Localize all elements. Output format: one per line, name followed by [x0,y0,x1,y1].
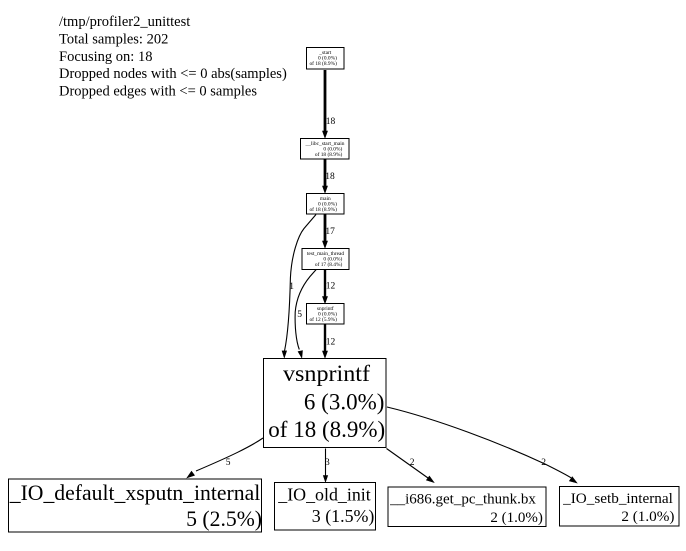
svg-text:12: 12 [326,337,336,347]
svg-text:0 (0.0%): 0 (0.0%) [323,255,342,262]
svg-text:__libc_start_main: __libc_start_main [305,141,345,147]
svg-text:test_main_thread: test_main_thread [307,251,344,257]
svg-text:0 (0.0%): 0 (0.0%) [323,145,342,152]
svg-text:Dropped edges with <= 0 sample: Dropped edges with <= 0 samples [59,84,257,100]
svg-text:Dropped nodes with <= 0 abs(sa: Dropped nodes with <= 0 abs(samples) [59,66,287,82]
svg-text:__i686.get_pc_thunk.bx: __i686.get_pc_thunk.bx [389,492,536,508]
svg-text:_IO_old_init: _IO_old_init [277,485,370,505]
svg-text:2 (1.0%): 2 (1.0%) [621,508,674,525]
svg-text:_IO_default_xsputn_internal: _IO_default_xsputn_internal [9,481,261,505]
svg-text:2 (1.0%): 2 (1.0%) [490,510,543,526]
svg-text:5: 5 [226,458,231,468]
svg-text:of 18 (8.9%): of 18 (8.9%) [268,417,385,442]
svg-text:of 12 (5.9%): of 12 (5.9%) [309,316,337,323]
svg-text:Total samples: 202: Total samples: 202 [59,31,168,47]
svg-text:5 (2.5%): 5 (2.5%) [186,507,262,531]
svg-text:1: 1 [289,282,294,292]
svg-text:17: 17 [325,227,335,237]
svg-text:3: 3 [325,458,330,468]
svg-text:_IO_setb_internal: _IO_setb_internal [562,490,673,507]
svg-text:3 (1.5%): 3 (1.5%) [312,506,375,527]
svg-text:/tmp/profiler2_unittest: /tmp/profiler2_unittest [59,14,190,30]
svg-text:main: main [320,196,331,202]
svg-text:5: 5 [297,310,302,320]
svg-text:18: 18 [326,117,336,127]
svg-text:12: 12 [326,282,336,292]
svg-text:0 (0.0%): 0 (0.0%) [318,310,337,317]
svg-text:0 (0.0%): 0 (0.0%) [318,54,337,61]
svg-text:snprintf: snprintf [317,305,334,312]
svg-text:2: 2 [541,458,546,468]
svg-text:_start: _start [318,50,331,56]
svg-text:6 (3.0%): 6 (3.0%) [304,390,384,415]
svg-text:of 18 (8.9%): of 18 (8.9%) [309,206,337,213]
svg-text:2: 2 [410,458,415,468]
svg-text:of 18 (8.9%): of 18 (8.9%) [315,151,343,158]
svg-text:0 (0.0%): 0 (0.0%) [318,200,337,207]
svg-text:vsnprintf: vsnprintf [283,361,370,386]
svg-text:Focusing on: 18: Focusing on: 18 [59,49,152,65]
svg-text:18: 18 [325,172,335,182]
svg-text:of 18 (8.9%): of 18 (8.9%) [309,60,337,67]
svg-text:of 17 (8.4%): of 17 (8.4%) [315,261,343,268]
